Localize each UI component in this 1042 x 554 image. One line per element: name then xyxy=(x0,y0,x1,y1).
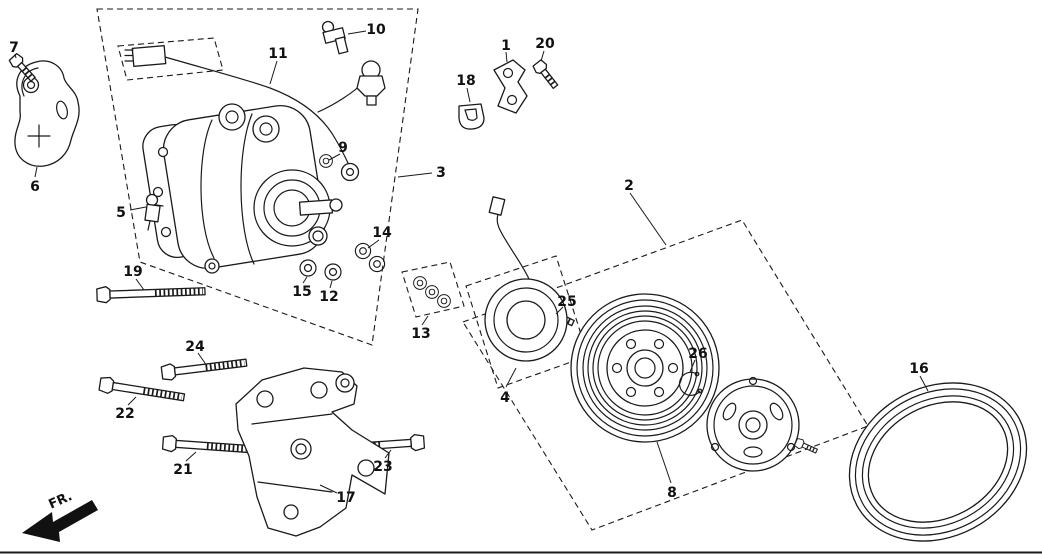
part-3-compressor xyxy=(142,103,343,274)
svg-text:18: 18 xyxy=(456,73,475,89)
callout-21: 21 xyxy=(173,451,197,478)
svg-text:23: 23 xyxy=(373,459,392,475)
part-22-bolt xyxy=(99,376,185,405)
part-17-bracket xyxy=(235,367,390,537)
svg-text:22: 22 xyxy=(115,406,134,422)
svg-text:6: 6 xyxy=(30,179,40,195)
callout-22: 22 xyxy=(115,396,137,422)
callout-2: 2 xyxy=(624,178,667,246)
callout-23: 23 xyxy=(373,449,393,475)
svg-text:5: 5 xyxy=(116,205,126,221)
callout-5: 5 xyxy=(116,205,147,221)
callout-3: 3 xyxy=(397,165,446,181)
washer-group-box xyxy=(401,261,465,318)
callout-18: 18 xyxy=(456,73,476,103)
callout-8: 8 xyxy=(656,441,677,501)
shaft-spacer xyxy=(308,226,328,246)
svg-text:2: 2 xyxy=(624,178,634,194)
part-12-o-ring xyxy=(324,263,342,281)
callout-20: 20 xyxy=(535,36,555,62)
callout-1: 1 xyxy=(501,38,511,63)
part-6-mount-plate xyxy=(14,60,80,167)
part-19-bolt xyxy=(97,283,205,303)
callout-14: 14 xyxy=(367,225,392,249)
clutch-group-box xyxy=(462,219,869,531)
svg-text:3: 3 xyxy=(436,165,446,181)
fr-indicator: FR. xyxy=(22,489,98,542)
part-8-pulley xyxy=(570,293,720,443)
svg-text:19: 19 xyxy=(123,264,142,280)
svg-text:8: 8 xyxy=(667,485,677,501)
part-14-o-rings xyxy=(354,242,386,273)
callout-16: 16 xyxy=(909,361,929,392)
svg-text:7: 7 xyxy=(9,40,19,56)
callout-15: 15 xyxy=(292,276,312,300)
svg-text:13: 13 xyxy=(411,326,430,342)
svg-text:24: 24 xyxy=(185,339,205,355)
callout-7: 7 xyxy=(9,40,19,59)
callout-12: 12 xyxy=(319,280,339,305)
svg-text:16: 16 xyxy=(909,361,928,377)
part-13-washers xyxy=(413,276,451,308)
part-5-valve xyxy=(144,193,161,231)
svg-text:21: 21 xyxy=(173,462,192,478)
svg-text:11: 11 xyxy=(268,46,287,62)
svg-text:9: 9 xyxy=(338,140,348,156)
svg-text:17: 17 xyxy=(336,490,355,506)
svg-text:12: 12 xyxy=(319,289,338,305)
part-20-bolt xyxy=(532,59,561,91)
svg-text:14: 14 xyxy=(372,225,392,241)
clutch-pressure-plate xyxy=(706,376,819,472)
svg-text:26: 26 xyxy=(688,346,707,362)
part-10-fitting xyxy=(321,20,349,55)
callout-19: 19 xyxy=(123,264,145,291)
callout-13: 13 xyxy=(411,315,431,342)
compressor-group-box xyxy=(96,8,419,346)
callout-10: 10 xyxy=(347,22,386,38)
callout-6: 6 xyxy=(30,166,40,195)
fr-arrow-icon xyxy=(22,500,98,542)
callout-25: 25 xyxy=(555,294,577,315)
callout-4: 4 xyxy=(500,367,517,406)
part-18-clip xyxy=(458,103,485,130)
part-15-o-ring xyxy=(299,259,317,277)
part-21-bolt xyxy=(162,435,248,457)
svg-text:15: 15 xyxy=(292,284,311,300)
callout-11: 11 xyxy=(268,46,288,85)
part-26-snap-ring xyxy=(678,371,703,396)
part-4-field-coil xyxy=(484,196,568,362)
callout-26: 26 xyxy=(688,346,708,373)
svg-text:20: 20 xyxy=(535,36,555,52)
connector-group-box xyxy=(117,37,224,81)
harness-sensor xyxy=(356,60,386,106)
svg-text:25: 25 xyxy=(557,294,576,310)
fr-label: FR. xyxy=(47,489,75,512)
svg-text:1: 1 xyxy=(501,38,511,54)
part-1-bracket xyxy=(493,59,528,114)
svg-text:4: 4 xyxy=(500,390,510,406)
coil-group-box xyxy=(465,255,589,389)
part-9-o-ring xyxy=(319,154,333,168)
svg-text:10: 10 xyxy=(366,22,386,38)
part-24-bolt xyxy=(161,355,247,381)
callout-24: 24 xyxy=(185,339,208,367)
part-11-harness xyxy=(124,44,365,182)
part-16-belt xyxy=(848,382,1028,542)
callout-9: 9 xyxy=(328,140,348,161)
callout-17: 17 xyxy=(319,484,356,506)
